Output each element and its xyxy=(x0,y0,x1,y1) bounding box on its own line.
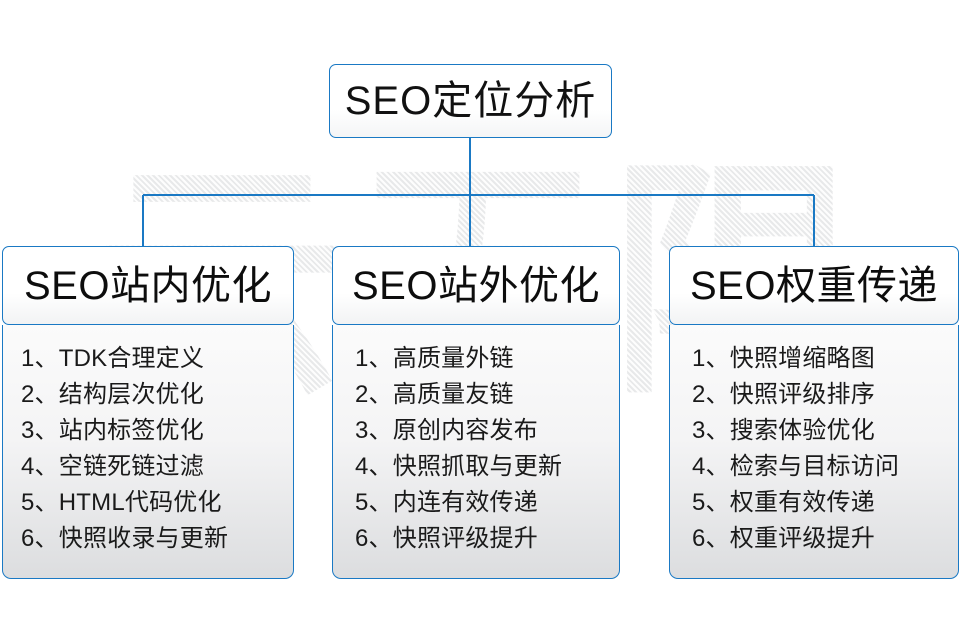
branch-header-seo-offsite[interactable]: SEO站外优化 xyxy=(332,246,620,325)
list-item: 5、权重有效传递 xyxy=(692,489,875,516)
root-node[interactable]: SEO定位分析 xyxy=(329,64,612,138)
list-item: 6、快照评级提升 xyxy=(355,525,538,552)
branch-item-list: 1、高质量外链 2、高质量友链 3、原创内容发布 4、快照抓取与更新 5、内连有… xyxy=(333,341,619,557)
list-item: 1、高质量外链 xyxy=(355,345,514,372)
branch-body-seo-offsite: 1、高质量外链 2、高质量友链 3、原创内容发布 4、快照抓取与更新 5、内连有… xyxy=(332,325,620,579)
root-node-label: SEO定位分析 xyxy=(344,79,597,123)
list-item: 2、结构层次优化 xyxy=(21,381,204,408)
branch-header-label: SEO权重传递 xyxy=(690,263,938,308)
list-item: 2、快照评级排序 xyxy=(692,381,875,408)
branch-body-seo-onsite: 1、TDK合理定义 2、结构层次优化 3、站内标签优化 4、空链死链过滤 5、H… xyxy=(2,325,294,579)
list-item: 3、搜索体验优化 xyxy=(692,417,875,444)
branch-item-list: 1、快照增缩略图 2、快照评级排序 3、搜索体验优化 4、检索与目标访问 5、权… xyxy=(670,341,958,557)
list-item: 6、快照收录与更新 xyxy=(21,525,229,552)
list-item: 3、原创内容发布 xyxy=(355,417,538,444)
branch-column-seo-onsite: SEO站内优化 1、TDK合理定义 2、结构层次优化 3、站内标签优化 4、空链… xyxy=(2,246,294,579)
list-item: 1、TDK合理定义 xyxy=(21,345,205,372)
list-item: 4、空链死链过滤 xyxy=(21,453,204,480)
list-item: 6、权重评级提升 xyxy=(692,525,875,552)
branch-column-seo-offsite: SEO站外优化 1、高质量外链 2、高质量友链 3、原创内容发布 4、快照抓取与… xyxy=(332,246,620,579)
branch-header-seo-weight[interactable]: SEO权重传递 xyxy=(669,246,959,325)
list-item: 5、HTML代码优化 xyxy=(21,489,222,516)
list-item: 3、站内标签优化 xyxy=(21,417,204,444)
branch-header-seo-onsite[interactable]: SEO站内优化 xyxy=(2,246,294,325)
branch-column-seo-weight: SEO权重传递 1、快照增缩略图 2、快照评级排序 3、搜索体验优化 4、检索与… xyxy=(669,246,959,579)
list-item: 4、检索与目标访问 xyxy=(692,453,900,480)
list-item: 5、内连有效传递 xyxy=(355,489,538,516)
branch-header-label: SEO站外优化 xyxy=(352,263,600,308)
branch-body-seo-weight: 1、快照增缩略图 2、快照评级排序 3、搜索体验优化 4、检索与目标访问 5、权… xyxy=(669,325,959,579)
branch-header-label: SEO站内优化 xyxy=(24,263,272,308)
list-item: 2、高质量友链 xyxy=(355,381,514,408)
list-item: 4、快照抓取与更新 xyxy=(355,453,563,480)
list-item: 1、快照增缩略图 xyxy=(692,345,875,372)
branch-item-list: 1、TDK合理定义 2、结构层次优化 3、站内标签优化 4、空链死链过滤 5、H… xyxy=(3,341,293,557)
